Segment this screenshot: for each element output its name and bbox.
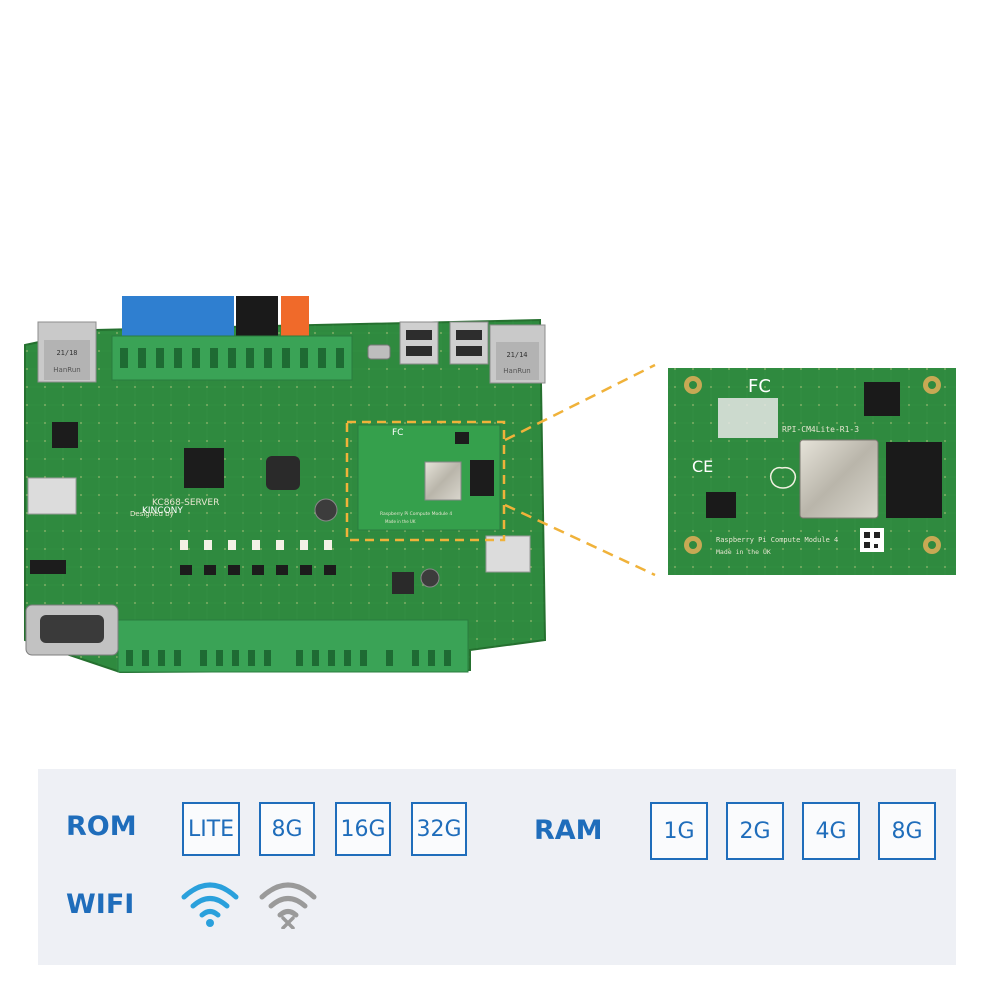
wifi-off-icon[interactable] [258,879,318,929]
svg-text:HanRun: HanRun [503,367,530,375]
callout-lines [504,363,656,577]
rom-option-lite[interactable]: LITE [182,802,240,856]
rom-option-8g[interactable]: 8G [259,802,315,856]
terminal-block-bottom [117,619,469,673]
rom-label: ROM [66,811,137,842]
rom-option-32g[interactable]: 32G [411,802,467,856]
module-name: Raspberry Pi Compute Module 4 [716,536,838,544]
product-photo: 21/18 HanRun 21/14 HanRun [24,296,956,674]
rom-option-16g[interactable]: 16G [335,802,391,856]
module-made-in: Made in the UK [716,548,771,556]
ethernet-port-right: 21/14 HanRun [489,324,546,384]
wifi-label: WIFI [66,889,135,920]
ce-mark: CE [692,457,713,476]
compute-module-small: FC Raspberry Pi Compute Module 4 Made in… [357,424,501,531]
ram-option-2g[interactable]: 2G [726,802,784,860]
ram-option-8g[interactable]: 8G [878,802,936,860]
board-brand-text: KINCONY [142,506,183,516]
usb-ports [367,321,489,365]
board-model-text: KC868-SERVER [152,498,219,508]
options-panel: ROM LITE 8G 16G 32G RAM 1G 2G 4G 8G WIFI [38,769,956,965]
compute-module-zoom: FC CE RPI-CM4Lite-R1-3 Raspberry Pi Comp… [668,368,956,575]
controller-board: 21/18 HanRun 21/14 HanRun [24,296,547,674]
svg-text:21/14: 21/14 [506,351,527,359]
ram-option-4g[interactable]: 4G [802,802,860,860]
board-designer-text: Designed by [130,510,174,518]
terminal-block-top [111,296,353,381]
svg-text:Made in the UK: Made in the UK [385,519,416,524]
module-model-code: RPI-CM4Lite-R1-3 [782,425,859,434]
ram-option-1g[interactable]: 1G [650,802,708,860]
ethernet-port-left: 21/18 HanRun [37,321,97,383]
ram-label: RAM [534,815,603,846]
svg-text:Raspberry Pi Compute Module 4: Raspberry Pi Compute Module 4 [380,511,452,517]
fc-mark: FC [748,376,771,397]
serial-port [25,604,119,656]
svg-text:FC: FC [392,428,403,438]
svg-text:HanRun: HanRun [53,366,80,374]
wifi-icon[interactable] [180,879,240,929]
svg-text:21/18: 21/18 [56,349,77,357]
board-chips [27,422,531,594]
highlight-box [345,420,506,542]
